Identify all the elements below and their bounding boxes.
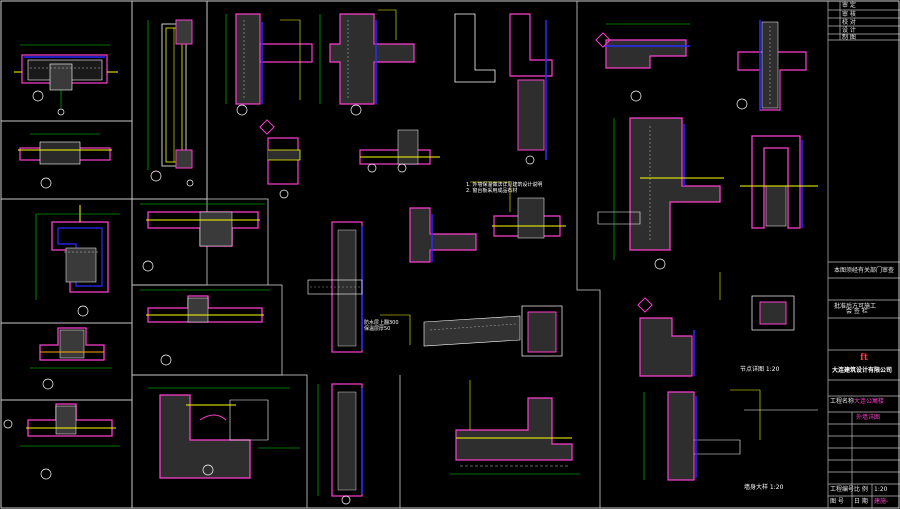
- detail-16: [307, 221, 363, 353]
- tb-mid-note-2: 批准后方可施工: [834, 303, 877, 310]
- company-logo: ft: [860, 353, 869, 363]
- detail-4: [30, 327, 112, 390]
- tb-row-2: 审 核: [842, 11, 856, 18]
- hatch-strips: [30, 20, 771, 253]
- tb-project-name: 大连公寓楼: [854, 398, 885, 405]
- tb-row-4: 设 计: [842, 27, 856, 34]
- detail-12: [319, 13, 415, 116]
- detail-11: [267, 137, 301, 199]
- tb-row-1: 审 定: [842, 2, 856, 9]
- title-block-lines: [827, 1, 900, 508]
- detail-13: [359, 129, 440, 173]
- detail-9: [148, 387, 300, 479]
- note-section-a: 1. 外墙保温做法详见建筑设计说明 2. 窗台板采用成品石材: [466, 182, 543, 194]
- detail-25: [643, 391, 741, 481]
- tb-project-label: 工程名称: [830, 398, 855, 405]
- detail-24: [637, 297, 695, 377]
- detail-2: [18, 133, 112, 189]
- detail-6: [147, 19, 194, 187]
- detail-1: [14, 44, 118, 116]
- detail-19: [450, 397, 580, 475]
- tb-mid-note-3: 会 签 栏: [846, 308, 868, 315]
- panel-frames: [0, 0, 601, 509]
- detail-23: [740, 135, 818, 229]
- tb-field-2: 图 号: [830, 498, 844, 505]
- detail-caption-2: 墙身大样 1:20: [744, 484, 784, 491]
- detail-17: [317, 383, 363, 505]
- detail-21: [736, 20, 807, 111]
- detail-22: [597, 117, 724, 270]
- detail-18: [423, 305, 563, 357]
- tb-field-3: 比 例: [854, 486, 868, 493]
- note-section-b: 防水层上翻300 保温层厚50: [364, 320, 399, 332]
- tb-row-3: 校 对: [842, 19, 856, 26]
- detail-20: [595, 23, 690, 102]
- detail-caption-1: 节点详图 1:20: [740, 366, 780, 373]
- detail-15: [409, 197, 566, 263]
- tb-drawing-name: 外墙详图: [856, 414, 881, 421]
- detail-3: [35, 205, 120, 317]
- detail-26: [744, 295, 818, 411]
- detail-8: [140, 289, 270, 366]
- tb-value-3: 1:20: [874, 486, 888, 493]
- detail-5: [3, 403, 120, 480]
- detail-14: [454, 13, 553, 165]
- tb-field-1: 工程编号: [830, 486, 855, 493]
- tb-value-2: 建施-: [874, 498, 889, 505]
- tb-row-5: 制 图: [842, 34, 856, 41]
- leader-lines: [280, 9, 761, 440]
- detail-10: [225, 13, 313, 135]
- tb-company-name: 大连建筑设计有限公司: [832, 367, 893, 374]
- tb-field-4: 日 期: [854, 498, 868, 505]
- detail-7: [140, 203, 265, 272]
- tb-mid-note-1: 本图须经有关部门审查: [834, 267, 895, 274]
